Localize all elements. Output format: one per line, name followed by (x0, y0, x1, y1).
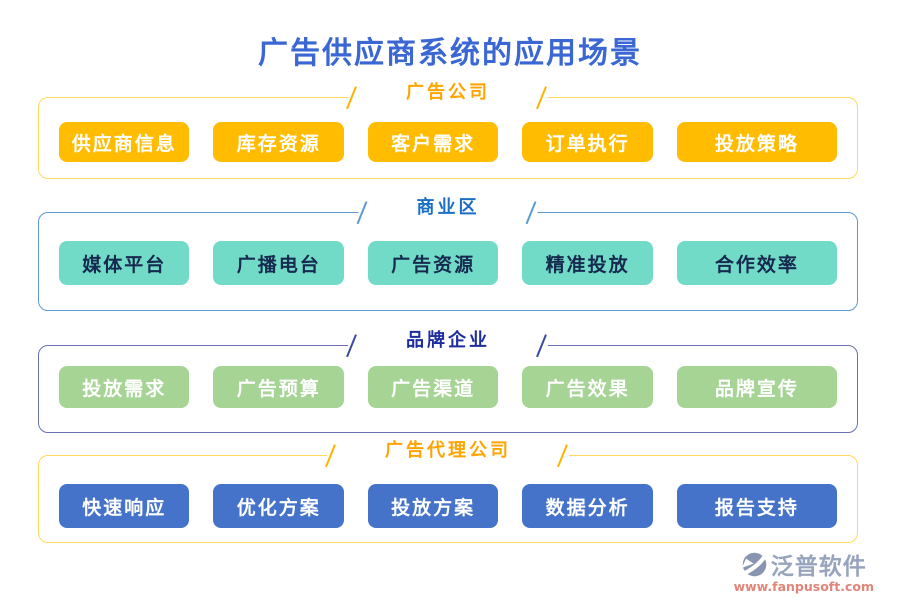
brand-url: www.fanpusoft.com (733, 579, 874, 594)
section-business-district: 商业区 媒体平台 广播电台 广告资源 精准投放 合作效率 (38, 194, 858, 311)
slash-decoration-icon (346, 86, 357, 110)
section-ad-agency: 广告代理公司 快速响应 优化方案 投放方案 数据分析 报告支持 (38, 437, 858, 543)
scenario-chip[interactable]: 精准投放 (522, 241, 653, 285)
section-title: 广告公司 (406, 82, 490, 103)
section-brand-enterprise-items: 投放需求 广告预算 广告渠道 广告效果 品牌宣传 (39, 366, 857, 408)
brand-watermark: 泛普软件 www.fanpusoft.com (734, 547, 874, 594)
section-title: 品牌企业 (406, 330, 490, 351)
section-business-district-header: 商业区 (356, 194, 538, 225)
scenario-chip[interactable]: 广告渠道 (367, 366, 499, 408)
scenario-chip[interactable]: 报告支持 (676, 484, 837, 528)
scenario-chip[interactable]: 合作效率 (676, 241, 837, 285)
page-title: 广告供应商系统的应用场景 (258, 36, 642, 71)
section-ad-agency-header: 广告代理公司 (325, 437, 569, 468)
scenario-chip[interactable]: 品牌宣传 (676, 366, 837, 408)
slash-decoration-icon (325, 444, 336, 468)
scenario-chip[interactable]: 快速响应 (59, 484, 190, 528)
scenario-chip[interactable]: 投放策略 (676, 122, 837, 162)
section-business-district-items: 媒体平台 广播电台 广告资源 精准投放 合作效率 (39, 241, 857, 285)
slash-decoration-icon (557, 444, 568, 468)
scenario-chip[interactable]: 优化方案 (213, 484, 344, 528)
brand-name: 泛普软件 (770, 553, 867, 580)
slash-decoration-icon (536, 86, 547, 110)
section-ad-company: 广告公司 供应商信息 库存资源 客户需求 订单执行 投放策略 (38, 79, 858, 179)
slash-decoration-icon (525, 201, 537, 225)
section-title: 商业区 (416, 197, 480, 218)
slash-decoration-icon (536, 334, 547, 358)
scenario-chip[interactable]: 广告资源 (367, 241, 499, 285)
section-ad-company-header: 广告公司 (346, 79, 548, 110)
section-ad-company-items: 供应商信息 库存资源 客户需求 订单执行 投放策略 (39, 122, 857, 162)
scenario-chip[interactable]: 广告效果 (522, 366, 653, 408)
scenario-chip[interactable]: 媒体平台 (59, 241, 190, 285)
scenario-chip[interactable]: 库存资源 (213, 122, 344, 162)
section-brand-enterprise-header: 品牌企业 (346, 327, 548, 358)
section-title: 广告代理公司 (385, 440, 511, 461)
scenario-chip[interactable]: 投放方案 (367, 484, 499, 528)
slash-decoration-icon (356, 201, 368, 225)
fanpu-logo-icon (741, 551, 768, 578)
scenario-chip[interactable]: 客户需求 (367, 122, 499, 162)
scenario-chip[interactable]: 投放需求 (59, 366, 190, 408)
scenario-chip[interactable]: 订单执行 (522, 122, 653, 162)
scenario-chip[interactable]: 供应商信息 (59, 122, 190, 162)
scenario-chip[interactable]: 数据分析 (522, 484, 653, 528)
section-ad-agency-items: 快速响应 优化方案 投放方案 数据分析 报告支持 (39, 484, 857, 528)
scenario-chip[interactable]: 广告预算 (213, 366, 344, 408)
section-brand-enterprise: 品牌企业 投放需求 广告预算 广告渠道 广告效果 品牌宣传 (38, 327, 858, 433)
slash-decoration-icon (346, 334, 357, 358)
scenario-chip[interactable]: 广播电台 (213, 241, 344, 285)
